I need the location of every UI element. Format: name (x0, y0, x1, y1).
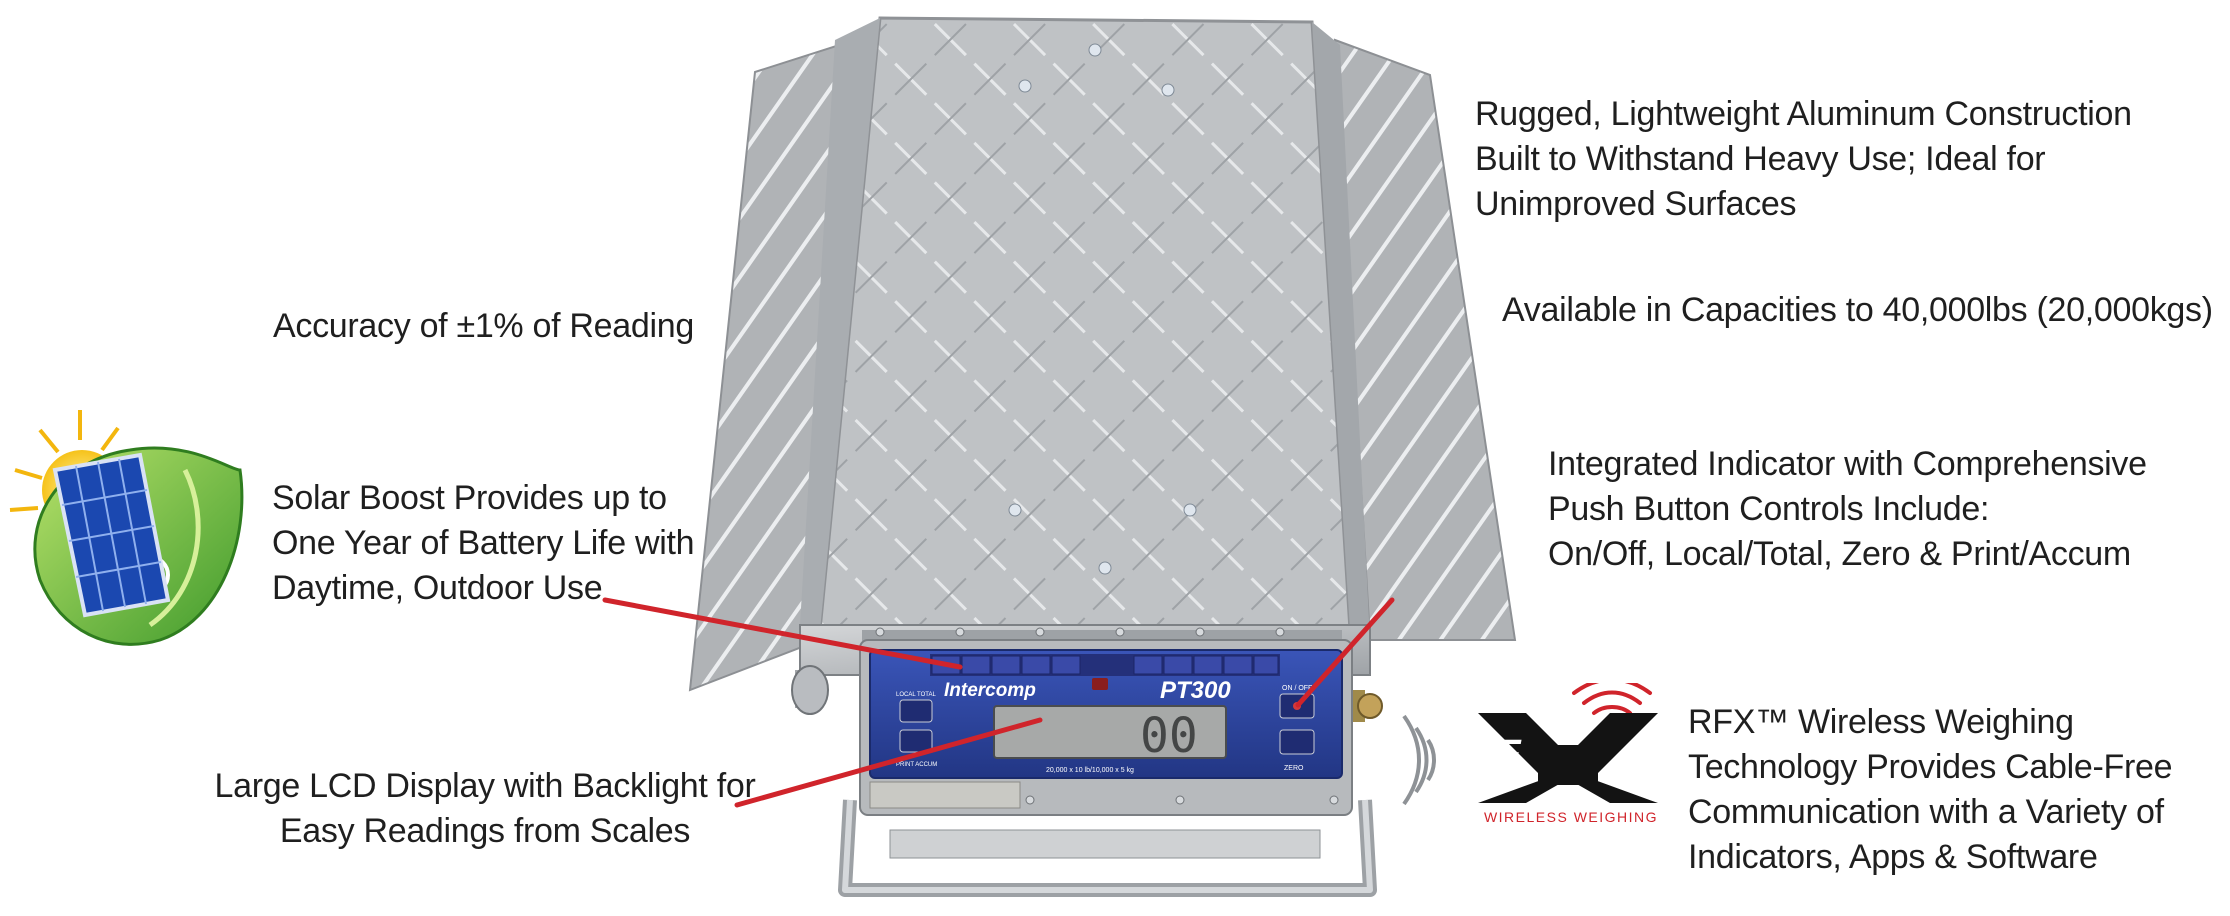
callout-wireless: RFX™ Wireless Weighing Technology Provid… (1688, 700, 2173, 880)
button-on-off-label: ON / OFF (1282, 685, 1312, 692)
lcd-reading: 00 (1140, 708, 1198, 764)
leader-line-lcd (734, 717, 1043, 808)
callout-text: One Year of Battery Life with (272, 524, 695, 562)
scale-platform (800, 16, 1370, 640)
scale-handle (838, 799, 1377, 897)
callout-text: Accuracy of ±1% of Reading (273, 307, 694, 345)
callout-solar: Solar Boost Provides up to One Year of B… (272, 476, 695, 611)
callout-text: Technology Provides Cable-Free (1688, 748, 2173, 786)
rfx-letters: RF (1470, 733, 1521, 775)
callout-text: Daytime, Outdoor Use (272, 569, 603, 607)
callout-text: Push Button Controls Include: (1548, 490, 1990, 528)
rfx-logo: RF WIRELESS WEIGHING (1468, 677, 1674, 828)
callout-text: RFX™ Wireless Weighing (1688, 703, 2074, 741)
callout-construction: Rugged, Lightweight Aluminum Constructio… (1475, 92, 2132, 227)
callout-text: Solar Boost Provides up to (272, 479, 667, 517)
callout-text: Unimproved Surfaces (1475, 185, 1797, 223)
callout-indicator: Integrated Indicator with Comprehensive … (1548, 442, 2147, 577)
callout-text: Integrated Indicator with Comprehensive (1548, 445, 2147, 483)
callout-text: Communication with a Variety of (1688, 793, 2164, 831)
callout-accuracy: Accuracy of ±1% of Reading (273, 304, 694, 349)
device-model: PT300 (1160, 677, 1231, 704)
rfx-tagline: WIRELESS WEIGHING (1483, 809, 1659, 825)
solar-panel-icon (52, 452, 171, 618)
button-local-total-label: LOCAL TOTAL (896, 692, 936, 698)
leader-line-indicator (1295, 597, 1395, 708)
device-capacity-label: 20,000 x 10 lb/10,000 x 5 kg (1046, 767, 1134, 774)
leader-lines (602, 597, 1395, 808)
callout-text: Indicators, Apps & Software (1688, 838, 2098, 876)
callout-text: Built to Withstand Heavy Use; Ideal for (1475, 140, 2046, 178)
indicator-body (859, 627, 1353, 816)
callout-text: Rugged, Lightweight Aluminum Constructio… (1475, 95, 2132, 133)
solar-boost-icon (9, 410, 244, 646)
leader-line-solar (602, 597, 963, 670)
callout-text: On/Off, Local/Total, Zero & Print/Accum (1548, 535, 2131, 573)
callout-text: Large LCD Display with Backlight for (214, 767, 756, 805)
button-print-accum-label: PRINT ACCUM (896, 762, 937, 768)
callout-text: Easy Readings from Scales (279, 812, 691, 850)
wireless-waves-icon (1402, 714, 1436, 806)
device-brand: Intercomp (944, 680, 1036, 701)
callout-capacity: Available in Capacities to 40,000lbs (20… (1502, 288, 2213, 333)
button-zero-label: ZERO (1284, 765, 1304, 772)
callout-text: Available in Capacities to 40,000lbs (20… (1502, 291, 2213, 329)
callout-lcd: Large LCD Display with Backlight for Eas… (190, 764, 780, 854)
